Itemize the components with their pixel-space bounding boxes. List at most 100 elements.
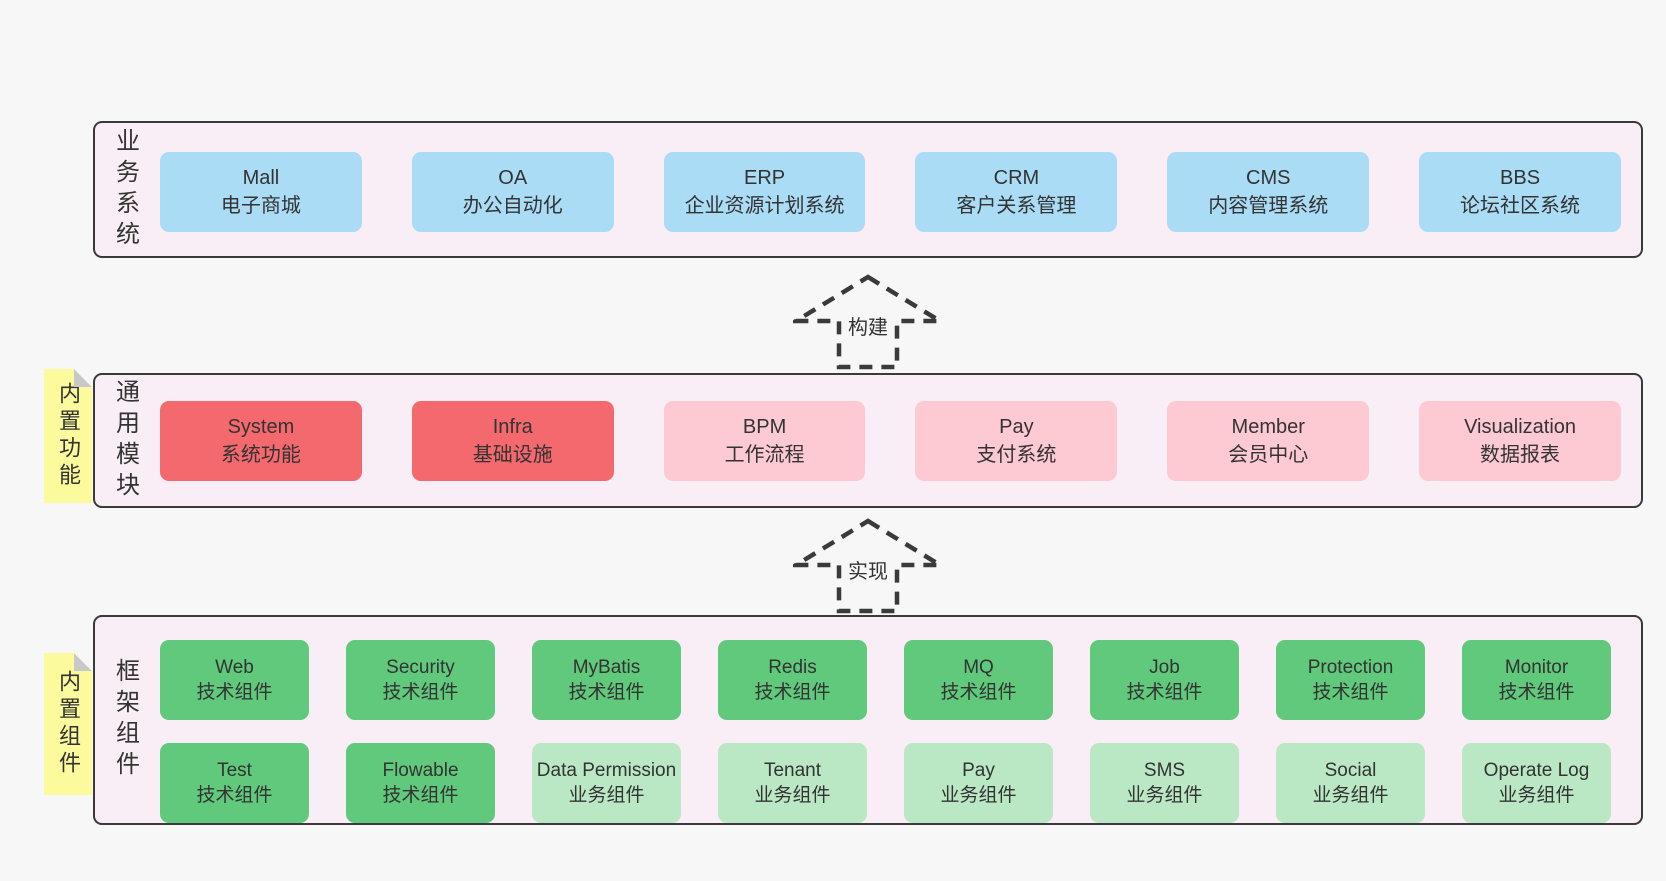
box-title: MQ xyxy=(963,656,994,678)
box-title: Job xyxy=(1149,656,1180,678)
box-subtitle: 业务组件 xyxy=(568,785,645,806)
box-title: Redis xyxy=(768,656,817,678)
box-subtitle: 技术组件 xyxy=(382,682,459,703)
box-bbs: BBS 论坛社区系统 xyxy=(1419,152,1621,232)
box-subtitle: 系统功能 xyxy=(220,444,301,466)
box-title: Monitor xyxy=(1504,656,1569,678)
box-subtitle: 业务组件 xyxy=(940,785,1017,806)
band-modules-label: 通用模块 xyxy=(111,378,139,503)
framework-box-row-1: Web 技术组件 Security 技术组件 MyBatis 技术组件 Redi… xyxy=(160,640,1611,720)
folded-corner-icon xyxy=(74,653,92,671)
box-title: Member xyxy=(1231,416,1305,438)
up-arrow-icon xyxy=(793,274,943,370)
box-title: Security xyxy=(386,656,455,678)
box-title: Web xyxy=(215,656,254,678)
box-subtitle: 电子商城 xyxy=(220,195,301,217)
box-title: Social xyxy=(1324,759,1377,781)
box-pay-component: Pay 业务组件 xyxy=(904,743,1053,823)
box-title: Pay xyxy=(962,759,995,781)
box-title: Data Permission xyxy=(536,759,677,781)
box-subtitle: 业务组件 xyxy=(1126,785,1203,806)
box-subtitle: 客户关系管理 xyxy=(956,195,1077,217)
box-title: BPM xyxy=(742,416,787,438)
sticky-built-in-features: 内置功能 xyxy=(44,369,92,503)
box-flowable: Flowable 技术组件 xyxy=(346,743,495,823)
box-test: Test 技术组件 xyxy=(160,743,309,823)
box-social: Social 业务组件 xyxy=(1276,743,1425,823)
box-job: Job 技术组件 xyxy=(1090,640,1239,720)
box-subtitle: 基础设施 xyxy=(472,444,553,466)
box-subtitle: 数据报表 xyxy=(1480,444,1561,466)
sticky-text: 内置功能 xyxy=(56,382,81,490)
up-arrow-icon xyxy=(793,518,943,614)
box-title: SMS xyxy=(1143,759,1186,781)
box-redis: Redis 技术组件 xyxy=(718,640,867,720)
arrow-build: 构建 xyxy=(793,274,943,370)
box-title: CMS xyxy=(1246,167,1291,189)
box-pay-module: Pay 支付系统 xyxy=(915,401,1118,481)
box-data-permission: Data Permission 业务组件 xyxy=(532,743,681,823)
box-protection: Protection 技术组件 xyxy=(1276,640,1425,720)
box-title: System xyxy=(227,416,295,438)
arrow-implement-label: 实现 xyxy=(844,554,892,585)
box-title: Test xyxy=(217,759,252,781)
box-subtitle: 技术组件 xyxy=(940,682,1017,703)
box-title: Flowable xyxy=(382,759,459,781)
box-subtitle: 会员中心 xyxy=(1228,444,1309,466)
box-subtitle: 工作流程 xyxy=(724,444,805,466)
band-common-modules: 通用模块 System 系统功能 Infra 基础设施 BPM 工作流程 Pay… xyxy=(93,373,1643,508)
folded-corner-icon xyxy=(74,369,92,387)
modules-box-row: System 系统功能 Infra 基础设施 BPM 工作流程 Pay 支付系统… xyxy=(160,401,1621,481)
band-framework-components: 框架组件 Web 技术组件 Security 技术组件 MyBatis 技术组件… xyxy=(93,615,1643,825)
box-subtitle: 业务组件 xyxy=(754,785,831,806)
box-subtitle: 论坛社区系统 xyxy=(1460,195,1581,217)
box-title: MyBatis xyxy=(572,656,641,678)
box-title: Infra xyxy=(492,416,533,438)
box-visualization: Visualization 数据报表 xyxy=(1419,401,1621,481)
box-subtitle: 技术组件 xyxy=(196,682,273,703)
box-subtitle: 办公自动化 xyxy=(462,195,563,217)
box-tenant: Tenant 业务组件 xyxy=(718,743,867,823)
box-subtitle: 技术组件 xyxy=(382,785,459,806)
box-system: System 系统功能 xyxy=(160,401,362,481)
band-business-label: 业务系统 xyxy=(111,127,139,252)
box-subtitle: 业务组件 xyxy=(1312,785,1389,806)
framework-box-row-2: Test 技术组件 Flowable 技术组件 Data Permission … xyxy=(160,743,1611,823)
box-infra: Infra 基础设施 xyxy=(411,401,614,481)
sticky-built-in-components: 内置组件 xyxy=(44,653,92,795)
box-subtitle: 技术组件 xyxy=(1498,682,1575,703)
box-sms: SMS 业务组件 xyxy=(1090,743,1239,823)
box-web: Web 技术组件 xyxy=(160,640,309,720)
box-subtitle: 技术组件 xyxy=(568,682,645,703)
box-security: Security 技术组件 xyxy=(346,640,495,720)
box-subtitle: 支付系统 xyxy=(976,444,1057,466)
box-mq: MQ 技术组件 xyxy=(904,640,1053,720)
box-mybatis: MyBatis 技术组件 xyxy=(532,640,681,720)
business-box-row: Mall 电子商城 OA 办公自动化 ERP 企业资源计划系统 CRM 客户关系… xyxy=(160,152,1621,232)
box-subtitle: 企业资源计划系统 xyxy=(684,195,845,217)
box-subtitle: 技术组件 xyxy=(754,682,831,703)
box-subtitle: 内容管理系统 xyxy=(1208,195,1329,217)
box-cms: CMS 内容管理系统 xyxy=(1167,152,1370,232)
box-operate-log: Operate Log 业务组件 xyxy=(1462,743,1611,823)
box-subtitle: 技术组件 xyxy=(196,785,273,806)
box-title: OA xyxy=(498,167,528,189)
box-title: Visualization xyxy=(1464,416,1577,438)
box-title: BBS xyxy=(1500,167,1541,189)
box-title: Mall xyxy=(242,167,280,189)
box-crm: CRM 客户关系管理 xyxy=(915,152,1118,232)
box-oa: OA 办公自动化 xyxy=(411,152,614,232)
box-monitor: Monitor 技术组件 xyxy=(1462,640,1611,720)
box-subtitle: 技术组件 xyxy=(1312,682,1389,703)
arrow-build-label: 构建 xyxy=(844,310,892,341)
sticky-text: 内置组件 xyxy=(56,670,81,778)
box-erp: ERP 企业资源计划系统 xyxy=(663,152,866,232)
box-title: Pay xyxy=(999,416,1034,438)
box-bpm: BPM 工作流程 xyxy=(663,401,866,481)
box-subtitle: 业务组件 xyxy=(1498,785,1575,806)
band-business-systems: 业务系统 Mall 电子商城 OA 办公自动化 ERP 企业资源计划系统 CRM… xyxy=(93,121,1643,258)
box-title: ERP xyxy=(744,167,786,189)
box-title: Operate Log xyxy=(1483,759,1590,781)
box-title: Protection xyxy=(1307,656,1394,678)
